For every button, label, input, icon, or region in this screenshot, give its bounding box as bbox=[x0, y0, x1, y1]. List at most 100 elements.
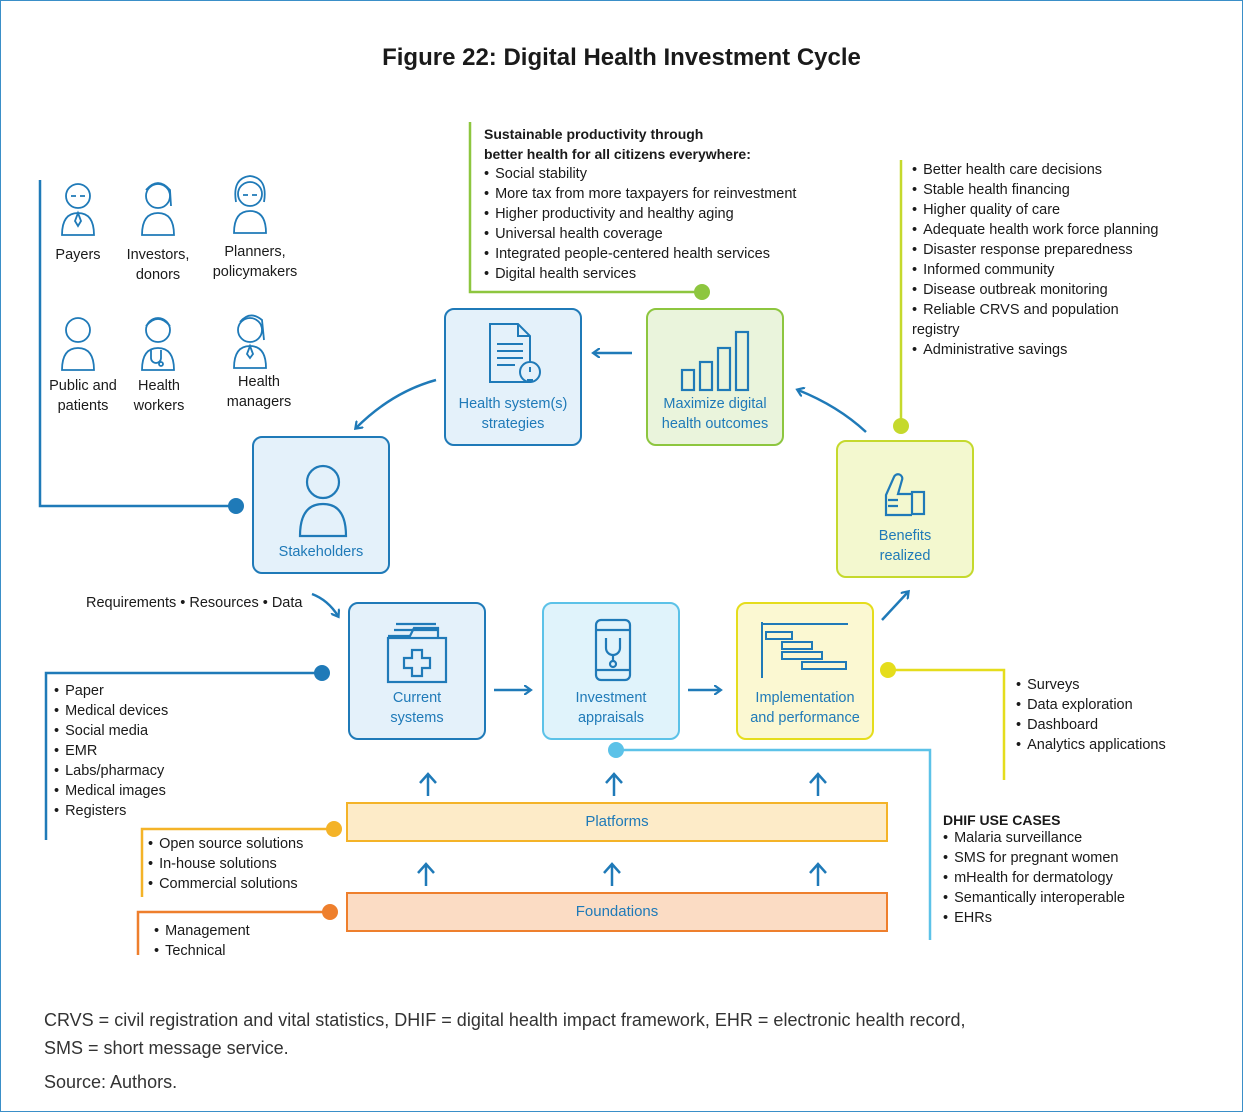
list-item: Commercial solutions bbox=[148, 874, 303, 894]
stakeholder-person-icon bbox=[298, 464, 348, 538]
implementation-bracket bbox=[888, 668, 1006, 780]
appraisals-bracket bbox=[616, 748, 932, 940]
list-item: Administrative savings bbox=[912, 340, 1158, 360]
stakeholders-bracket bbox=[38, 180, 236, 508]
list-item: Reliable CRVS and population registry bbox=[912, 300, 1158, 340]
strategy-document-icon bbox=[489, 323, 541, 383]
use-cases-heading: DHIF USE CASES bbox=[943, 812, 1061, 828]
appraisals-label: Investment appraisals bbox=[575, 690, 647, 726]
implementation-label: Implementation and performance bbox=[750, 690, 860, 726]
stakeholder-label-public: Public and patients bbox=[49, 378, 117, 414]
stakeholders-label: Stakeholders bbox=[278, 544, 364, 560]
platforms-dot bbox=[326, 821, 342, 837]
health-manager-icon bbox=[233, 314, 267, 369]
arrow-benefits-to-maximize bbox=[798, 390, 867, 433]
platforms-bar: Platforms bbox=[346, 802, 888, 842]
folder-medical-icon bbox=[386, 622, 448, 684]
stakeholder-label-health-managers: Health managers bbox=[226, 374, 292, 410]
footnote: CRVS = civil registration and vital stat… bbox=[44, 1010, 966, 1058]
list-item: Social stability bbox=[484, 164, 796, 184]
list-item: Technical bbox=[154, 941, 250, 961]
figure-title: Figure 22: Digital Health Investment Cyc… bbox=[382, 44, 861, 71]
list-item: Semantically interoperable bbox=[943, 888, 1125, 908]
stakeholders-dot bbox=[228, 498, 244, 514]
list-item: Disaster response preparedness bbox=[912, 240, 1158, 260]
list-item: Labs/pharmacy bbox=[54, 761, 168, 781]
implementation-dot bbox=[880, 662, 896, 678]
maximize-label: Maximize digital health outcomes bbox=[661, 396, 769, 432]
current-bracket bbox=[44, 671, 322, 840]
arrow-implementation-to-benefits bbox=[881, 592, 908, 621]
appraisals-box: Investment appraisals bbox=[542, 602, 680, 740]
list-item: More tax from more taxpayers for reinves… bbox=[484, 184, 796, 204]
list-item: mHealth for dermatology bbox=[943, 868, 1125, 888]
list-item: Better health care decisions bbox=[912, 160, 1158, 180]
strategies-box: Health system(s) strategies bbox=[444, 308, 582, 446]
list-item: Malaria surveillance bbox=[943, 828, 1125, 848]
list-item: Social media bbox=[54, 721, 168, 741]
thumbs-up-icon bbox=[884, 473, 926, 517]
flow-label: Requirements • Resources • Data bbox=[86, 595, 303, 611]
list-item: Surveys bbox=[1016, 675, 1166, 695]
arrow-strategies-to-stakeholders bbox=[356, 378, 437, 428]
list-item: Higher productivity and healthy aging bbox=[484, 204, 796, 224]
use-cases-list: Malaria surveillance SMS for pregnant wo… bbox=[943, 828, 1125, 928]
implementation-box: Implementation and performance bbox=[736, 602, 874, 740]
payer-icon bbox=[61, 183, 95, 236]
health-worker-icon bbox=[141, 317, 175, 371]
list-item: Management bbox=[154, 921, 250, 941]
mobile-stethoscope-icon bbox=[594, 618, 632, 682]
list-item: Higher quality of care bbox=[912, 200, 1158, 220]
investor-icon bbox=[141, 182, 175, 236]
productivity-bracket bbox=[468, 122, 702, 294]
productivity-heading: Sustainable productivity through better … bbox=[484, 126, 751, 162]
benefits-list: Better health care decisions Stable heal… bbox=[912, 160, 1158, 360]
stakeholder-label-health-workers: Health workers bbox=[133, 378, 185, 414]
appraisals-dot bbox=[608, 742, 624, 758]
stakeholders-box: Stakeholders bbox=[252, 436, 390, 574]
implementation-list: Surveys Data exploration Dashboard Analy… bbox=[1016, 675, 1166, 755]
stakeholder-label-payers: Payers bbox=[55, 247, 101, 263]
current-systems-box: Current systems bbox=[348, 602, 486, 740]
arrow-stakeholders-to-current bbox=[311, 592, 338, 616]
stakeholder-label-planners: Planners, policymakers bbox=[212, 244, 298, 280]
list-item: Medical images bbox=[54, 781, 168, 801]
productivity-dot bbox=[694, 284, 710, 300]
list-item: In-house solutions bbox=[148, 854, 303, 874]
benefits-dot bbox=[893, 418, 909, 434]
benefits-label: Benefits realized bbox=[878, 528, 932, 564]
foundations-bar: Foundations bbox=[346, 892, 888, 932]
list-item: Adequate health work force planning bbox=[912, 220, 1158, 240]
current-systems-list: Paper Medical devices Social media EMR L… bbox=[54, 681, 168, 821]
platforms-list: Open source solutions In-house solutions… bbox=[148, 834, 303, 894]
patient-icon bbox=[61, 317, 95, 371]
list-item: EHRs bbox=[943, 908, 1125, 928]
foundations-dot bbox=[322, 904, 338, 920]
strategies-label: Health system(s) strategies bbox=[458, 396, 568, 432]
list-item: Informed community bbox=[912, 260, 1158, 280]
current-systems-label: Current systems bbox=[390, 690, 444, 726]
list-item: Stable health financing bbox=[912, 180, 1158, 200]
list-item: Paper bbox=[54, 681, 168, 701]
planner-icon bbox=[233, 175, 267, 234]
gantt-chart-icon bbox=[761, 622, 848, 678]
current-dot bbox=[314, 665, 330, 681]
list-item: Universal health coverage bbox=[484, 224, 796, 244]
list-item: Data exploration bbox=[1016, 695, 1166, 715]
list-item: Analytics applications bbox=[1016, 735, 1166, 755]
list-item: Disease outbreak monitoring bbox=[912, 280, 1158, 300]
list-item: EMR bbox=[54, 741, 168, 761]
platforms-bracket bbox=[140, 827, 334, 897]
list-item: Registers bbox=[54, 801, 168, 821]
list-item: Digital health services bbox=[484, 264, 796, 284]
list-item: Open source solutions bbox=[148, 834, 303, 854]
up-arrows bbox=[417, 772, 827, 886]
productivity-list: Social stability More tax from more taxp… bbox=[484, 164, 796, 284]
list-item: Dashboard bbox=[1016, 715, 1166, 735]
maximize-box: Maximize digital health outcomes bbox=[646, 308, 784, 446]
bar-chart-icon bbox=[680, 330, 750, 392]
list-item: Integrated people-centered health servic… bbox=[484, 244, 796, 264]
foundations-bracket bbox=[136, 910, 330, 955]
